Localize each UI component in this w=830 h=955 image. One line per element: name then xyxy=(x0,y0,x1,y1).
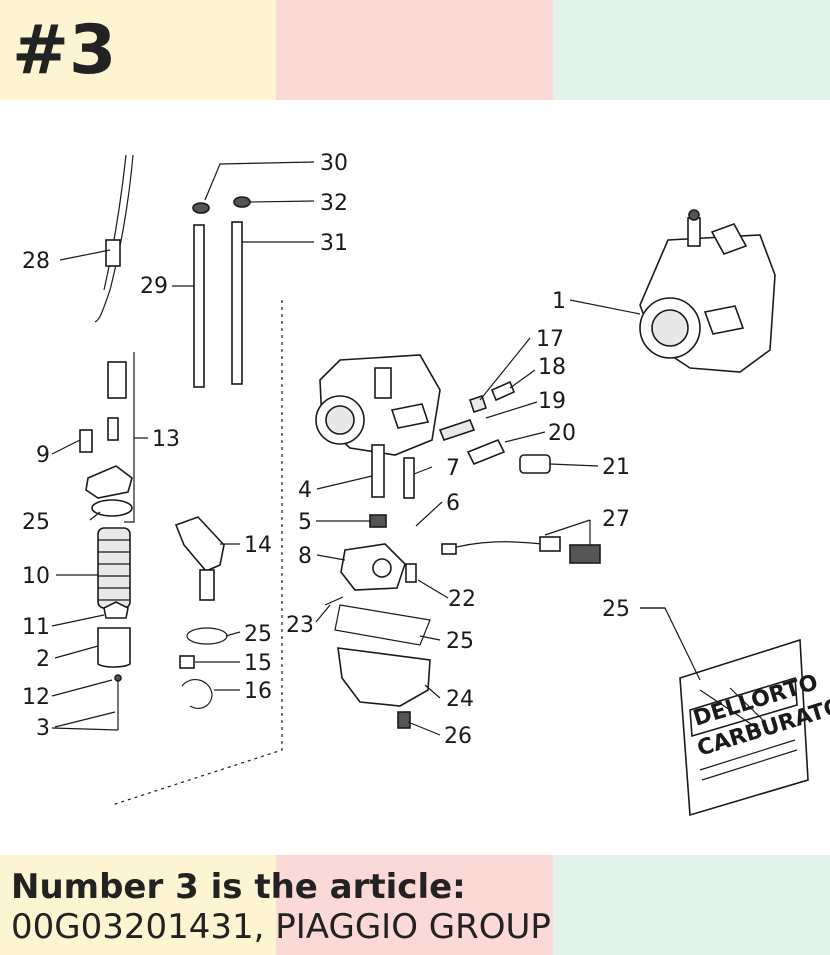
callout-24: 24 xyxy=(446,687,474,712)
callout-25-a: 25 xyxy=(22,510,50,535)
caption-heading: Number 3 is the article: xyxy=(11,867,466,907)
callout-9: 9 xyxy=(36,443,50,468)
callout-21: 21 xyxy=(602,455,630,480)
callout-13: 13 xyxy=(152,427,180,452)
callout-12: 12 xyxy=(22,685,50,710)
callout-16: 16 xyxy=(244,679,272,704)
band-segment-green xyxy=(553,0,830,100)
callout-7: 7 xyxy=(446,456,460,481)
callout-22: 22 xyxy=(448,587,476,612)
header-color-band xyxy=(0,0,830,100)
callout-29: 29 xyxy=(140,274,168,299)
callout-28: 28 xyxy=(22,249,50,274)
callout-8: 8 xyxy=(298,544,312,569)
callout-31: 31 xyxy=(320,231,348,256)
callout-23: 23 xyxy=(286,613,314,638)
band-segment-yellow xyxy=(0,0,276,100)
sensor-cable-drawing xyxy=(441,536,601,564)
reference-number-title: #3 xyxy=(12,11,117,90)
callout-17: 17 xyxy=(536,327,564,352)
callout-19: 19 xyxy=(538,389,566,414)
callout-5: 5 xyxy=(298,510,312,535)
footer-color-band xyxy=(0,855,830,955)
callout-11: 11 xyxy=(22,615,50,640)
caption-article-number: 00G03201431, PIAGGIO GROUP xyxy=(11,907,551,947)
guide-tubes-drawing xyxy=(111,196,283,806)
float-bowl-drawing xyxy=(334,604,431,729)
screws-and-springs-drawing xyxy=(438,380,551,474)
band-segment-green xyxy=(553,855,830,955)
callout-27: 27 xyxy=(602,507,630,532)
leader-lines xyxy=(51,161,766,736)
callout-6: 6 xyxy=(446,491,460,516)
throttle-cable-drawing xyxy=(79,154,134,517)
jets-and-float-drawing xyxy=(324,444,417,606)
callout-30: 30 xyxy=(320,151,348,176)
callout-26: 26 xyxy=(444,724,472,749)
callout-15: 15 xyxy=(244,651,272,676)
throttle-slide-drawing xyxy=(97,601,131,730)
callout-10: 10 xyxy=(22,564,50,589)
callout-25-b: 25 xyxy=(244,622,272,647)
callout-20: 20 xyxy=(548,421,576,446)
callout-25-d: 25 xyxy=(602,597,630,622)
callout-2: 2 xyxy=(36,647,50,672)
choke-lever-drawing xyxy=(174,516,228,709)
callout-32: 32 xyxy=(320,191,348,216)
throttle-spring-drawing xyxy=(97,527,131,609)
callout-25-c: 25 xyxy=(446,629,474,654)
band-segment-pink xyxy=(276,855,553,955)
callout-18: 18 xyxy=(538,355,566,380)
callout-1: 1 xyxy=(552,289,566,314)
carburettor-assembled-drawing xyxy=(639,209,776,373)
exploded-parts-diagram: DELLORTO CARBURATORI xyxy=(22,151,830,817)
carburettor-body-drawing xyxy=(315,354,441,456)
band-segment-yellow xyxy=(0,855,276,955)
callout-labels: 1 2 3 4 5 6 7 8 9 10 11 12 13 14 15 16 1… xyxy=(22,151,630,749)
band-segment-pink xyxy=(276,0,553,100)
service-kit-package-drawing: DELLORTO CARBURATORI xyxy=(679,638,830,817)
callout-14: 14 xyxy=(244,533,272,558)
callout-4: 4 xyxy=(298,478,312,503)
callout-3: 3 xyxy=(36,716,50,741)
